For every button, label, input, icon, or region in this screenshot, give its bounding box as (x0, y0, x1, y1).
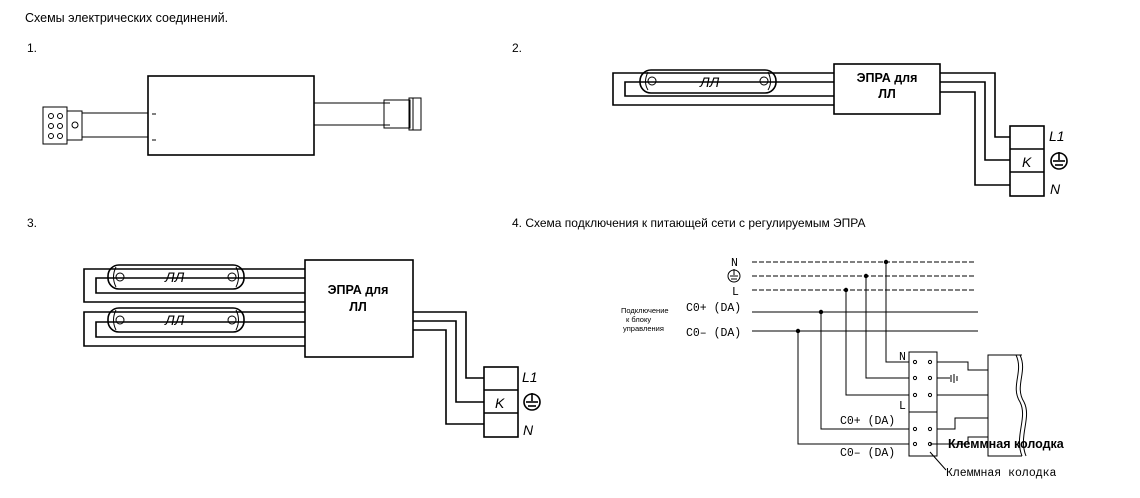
d2-terminal-K: K (1022, 154, 1032, 170)
diagram-3-number: 3. (27, 216, 38, 230)
diagram-1-number: 1. (27, 41, 38, 55)
d3-N: N (523, 422, 534, 438)
diagram-4 (727, 259, 1028, 471)
d3-lamp1-label: ЛЛ (164, 269, 185, 285)
terminal-strip (908, 351, 938, 457)
lamp-tube (639, 69, 777, 94)
d3-lamp2-label: ЛЛ (164, 312, 185, 328)
ballast-box (833, 63, 941, 115)
d4-terminal-block-label-mono: Клеммная колодка (946, 467, 1057, 480)
d3-terminal-K: K (495, 395, 505, 411)
diagram-4-caption: 4. Схема подключения к питающей сети с р… (512, 216, 866, 230)
page-title: Схемы электрических соединений. (25, 11, 229, 25)
ballast-box-3 (304, 259, 414, 358)
d2-ballast-line2: ЛЛ (878, 87, 896, 101)
diagram-2 (612, 63, 1068, 197)
d3-L1: L1 (522, 369, 538, 385)
d4-control-note-1: Подключение (621, 306, 669, 315)
d2-lamp-label: ЛЛ (699, 74, 720, 90)
diagram-3 (83, 259, 541, 438)
d3-ballast-line2: ЛЛ (349, 300, 367, 314)
lamp-tube-2 (107, 307, 245, 333)
right-connector (383, 97, 422, 131)
d2-L1: L1 (1049, 128, 1065, 144)
d4-block-co-minus: C0– (DA) (840, 447, 895, 460)
d4-bus-co-plus: C0+ (DA) (686, 302, 741, 315)
lamp-tube-1 (107, 264, 245, 290)
d4-terminal-block-label: Клеммная колодка (948, 437, 1065, 451)
d4-control-note-3: управления (623, 324, 664, 333)
left-connector (42, 106, 83, 145)
terminal-block (1009, 125, 1045, 197)
d4-bus-N: N (731, 257, 738, 270)
terminal-block-3 (483, 366, 519, 438)
d4-bus-co-minus: C0– (DA) (686, 327, 741, 340)
d4-block-L: L (899, 400, 906, 413)
ballast-body (147, 75, 315, 156)
d4-block-co-plus: C0+ (DA) (840, 415, 895, 428)
d3-ballast-line1: ЭПРА для (328, 283, 389, 297)
diagram-2-number: 2. (512, 41, 523, 55)
d2-ballast-line1: ЭПРА для (857, 71, 918, 85)
d2-N: N (1050, 181, 1061, 197)
bus-ground-icon (727, 269, 741, 283)
d4-bus-L: L (732, 286, 739, 299)
d4-control-note-2: к блоку (626, 315, 651, 324)
dimmable-ballast (987, 354, 1022, 457)
ground-icon (1050, 152, 1068, 170)
d4-block-N: N (899, 351, 906, 364)
diagram-1 (42, 75, 422, 156)
ground-icon-3 (523, 393, 541, 411)
